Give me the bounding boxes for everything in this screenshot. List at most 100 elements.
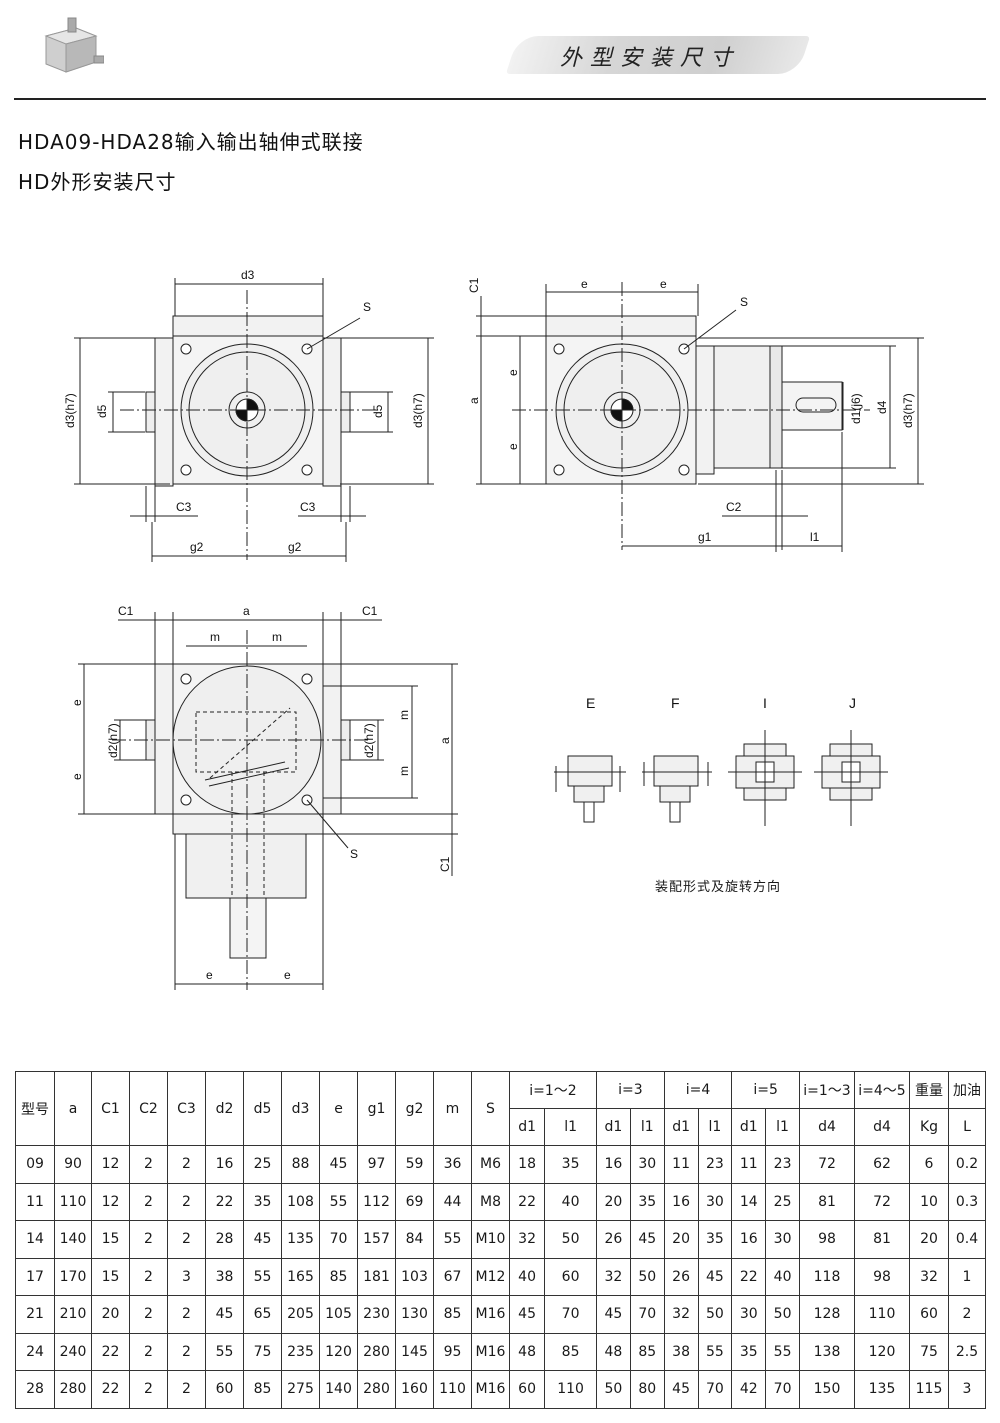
svg-text:C1: C1: [438, 856, 452, 872]
table-cell: 30: [765, 1220, 800, 1259]
table-cell: 97: [357, 1145, 396, 1184]
svg-text:d3(h7): d3(h7): [411, 393, 425, 428]
table-cell: 0.3: [948, 1182, 986, 1221]
assembly-caption: 装配形式及旋转方向: [655, 880, 782, 895]
svg-text:a: a: [243, 604, 250, 618]
table-cell: 1: [948, 1257, 986, 1296]
table-cell: 103: [395, 1257, 434, 1296]
table-cell: 42: [731, 1370, 767, 1409]
table-cell: 45: [629, 1220, 665, 1259]
table-cell: 235: [281, 1332, 320, 1371]
svg-text:C2: C2: [726, 500, 742, 514]
table-cell: 50: [765, 1295, 800, 1334]
table-cell: 55: [697, 1332, 733, 1371]
table-cell: 20: [91, 1295, 130, 1334]
svg-text:S: S: [350, 847, 358, 861]
svg-text:e: e: [70, 699, 84, 706]
table-cell: 0.4: [948, 1220, 986, 1259]
model-cell: 17: [15, 1257, 55, 1296]
table-cell: 15: [91, 1220, 130, 1259]
table-cell: 60: [909, 1295, 949, 1334]
assembly-label-f: F: [671, 695, 680, 711]
svg-text:a: a: [438, 737, 452, 744]
table-cell: 35: [544, 1145, 598, 1184]
front-view: d3 S d3(h7) d3(h7) d5 d5 C3 C3 g2 g2: [63, 268, 434, 562]
header-ratio-group: i=1～3: [799, 1071, 855, 1109]
table-cell: 165: [281, 1257, 320, 1296]
table-cell: 38: [205, 1257, 244, 1296]
table-cell: 98: [854, 1257, 910, 1296]
svg-text:d3(h7): d3(h7): [63, 393, 77, 428]
table-cell: 45: [205, 1295, 244, 1334]
table-cell: 150: [799, 1370, 855, 1409]
table-cell: 160: [395, 1370, 434, 1409]
table-cell: 62: [854, 1145, 910, 1184]
assembly-label-e: E: [586, 695, 595, 711]
table-cell: 210: [54, 1295, 92, 1334]
table-cell: M10: [471, 1220, 510, 1259]
table-cell: 85: [243, 1370, 282, 1409]
table-cell: 110: [433, 1370, 472, 1409]
subheader-cell: L: [948, 1108, 986, 1146]
header-cell: S: [471, 1071, 510, 1146]
table-cell: 110: [54, 1182, 92, 1221]
table-cell: 45: [697, 1257, 733, 1296]
svg-text:e: e: [284, 968, 291, 982]
table-cell: 2: [129, 1370, 168, 1409]
header-cell: e: [319, 1071, 358, 1146]
table-cell: 45: [508, 1295, 546, 1334]
svg-text:e: e: [506, 369, 520, 376]
table-cell: 12: [91, 1145, 130, 1184]
table-cell: 16: [663, 1182, 699, 1221]
table-cell: 2: [167, 1295, 206, 1334]
table-cell: 48: [508, 1332, 546, 1371]
svg-text:C3: C3: [176, 500, 192, 514]
side-view: e e C1 a e e S d1(j6) d4 d3(h7) C2 g1 l1: [467, 277, 924, 552]
svg-text:C1: C1: [467, 277, 481, 293]
table-cell: 59: [395, 1145, 434, 1184]
model-cell: 28: [15, 1370, 55, 1409]
table-cell: 23: [697, 1145, 733, 1184]
subheader-cell: d1: [508, 1108, 546, 1146]
table-cell: 81: [854, 1220, 910, 1259]
table-cell: 98: [799, 1220, 855, 1259]
table-cell: 145: [395, 1332, 434, 1371]
table-cell: 128: [799, 1295, 855, 1334]
header-ratio-group: i=4～5: [854, 1071, 910, 1109]
table-cell: 120: [319, 1332, 358, 1371]
table-cell: 45: [319, 1145, 358, 1184]
model-cell: 21: [15, 1295, 55, 1334]
table-cell: 85: [433, 1295, 472, 1334]
assembly-forms: E F I J: [554, 695, 888, 826]
header-weight: 重量: [909, 1071, 949, 1109]
table-cell: 55: [205, 1332, 244, 1371]
svg-text:m: m: [210, 630, 220, 644]
technical-drawings: d3 S d3(h7) d3(h7) d5 d5 C3 C3 g2 g2: [63, 268, 924, 990]
table-cell: 110: [544, 1370, 598, 1409]
table-cell: 75: [243, 1332, 282, 1371]
table-cell: M16: [471, 1332, 510, 1371]
svg-text:d2(h7): d2(h7): [362, 723, 376, 758]
table-cell: 16: [205, 1145, 244, 1184]
table-cell: M16: [471, 1370, 510, 1409]
table-cell: 14: [731, 1182, 767, 1221]
subheader-cell: d1: [663, 1108, 699, 1146]
heading-dimensions: HD外形安装尺寸: [18, 170, 177, 194]
table-cell: 60: [205, 1370, 244, 1409]
model-cell: 09: [15, 1145, 55, 1184]
specification-table: 型号 a C1 C2 C3 d2 d5 d3 e g1 g2 m S i=1～2…: [15, 1071, 986, 1409]
table-cell: 105: [319, 1295, 358, 1334]
svg-text:g1: g1: [698, 530, 712, 544]
svg-text:l1: l1: [810, 530, 820, 544]
table-cell: 50: [697, 1295, 733, 1334]
subheader-cell: d1: [731, 1108, 767, 1146]
table-cell: 28: [205, 1220, 244, 1259]
table-cell: 230: [357, 1295, 396, 1334]
svg-text:d3(h7): d3(h7): [901, 393, 915, 428]
table-cell: 2: [129, 1257, 168, 1296]
table-subheader-row: d1 l1 d1 l1 d1 l1 d1 l1 d4 d4 Kg L: [16, 1108, 986, 1146]
table-cell: 135: [281, 1220, 320, 1259]
